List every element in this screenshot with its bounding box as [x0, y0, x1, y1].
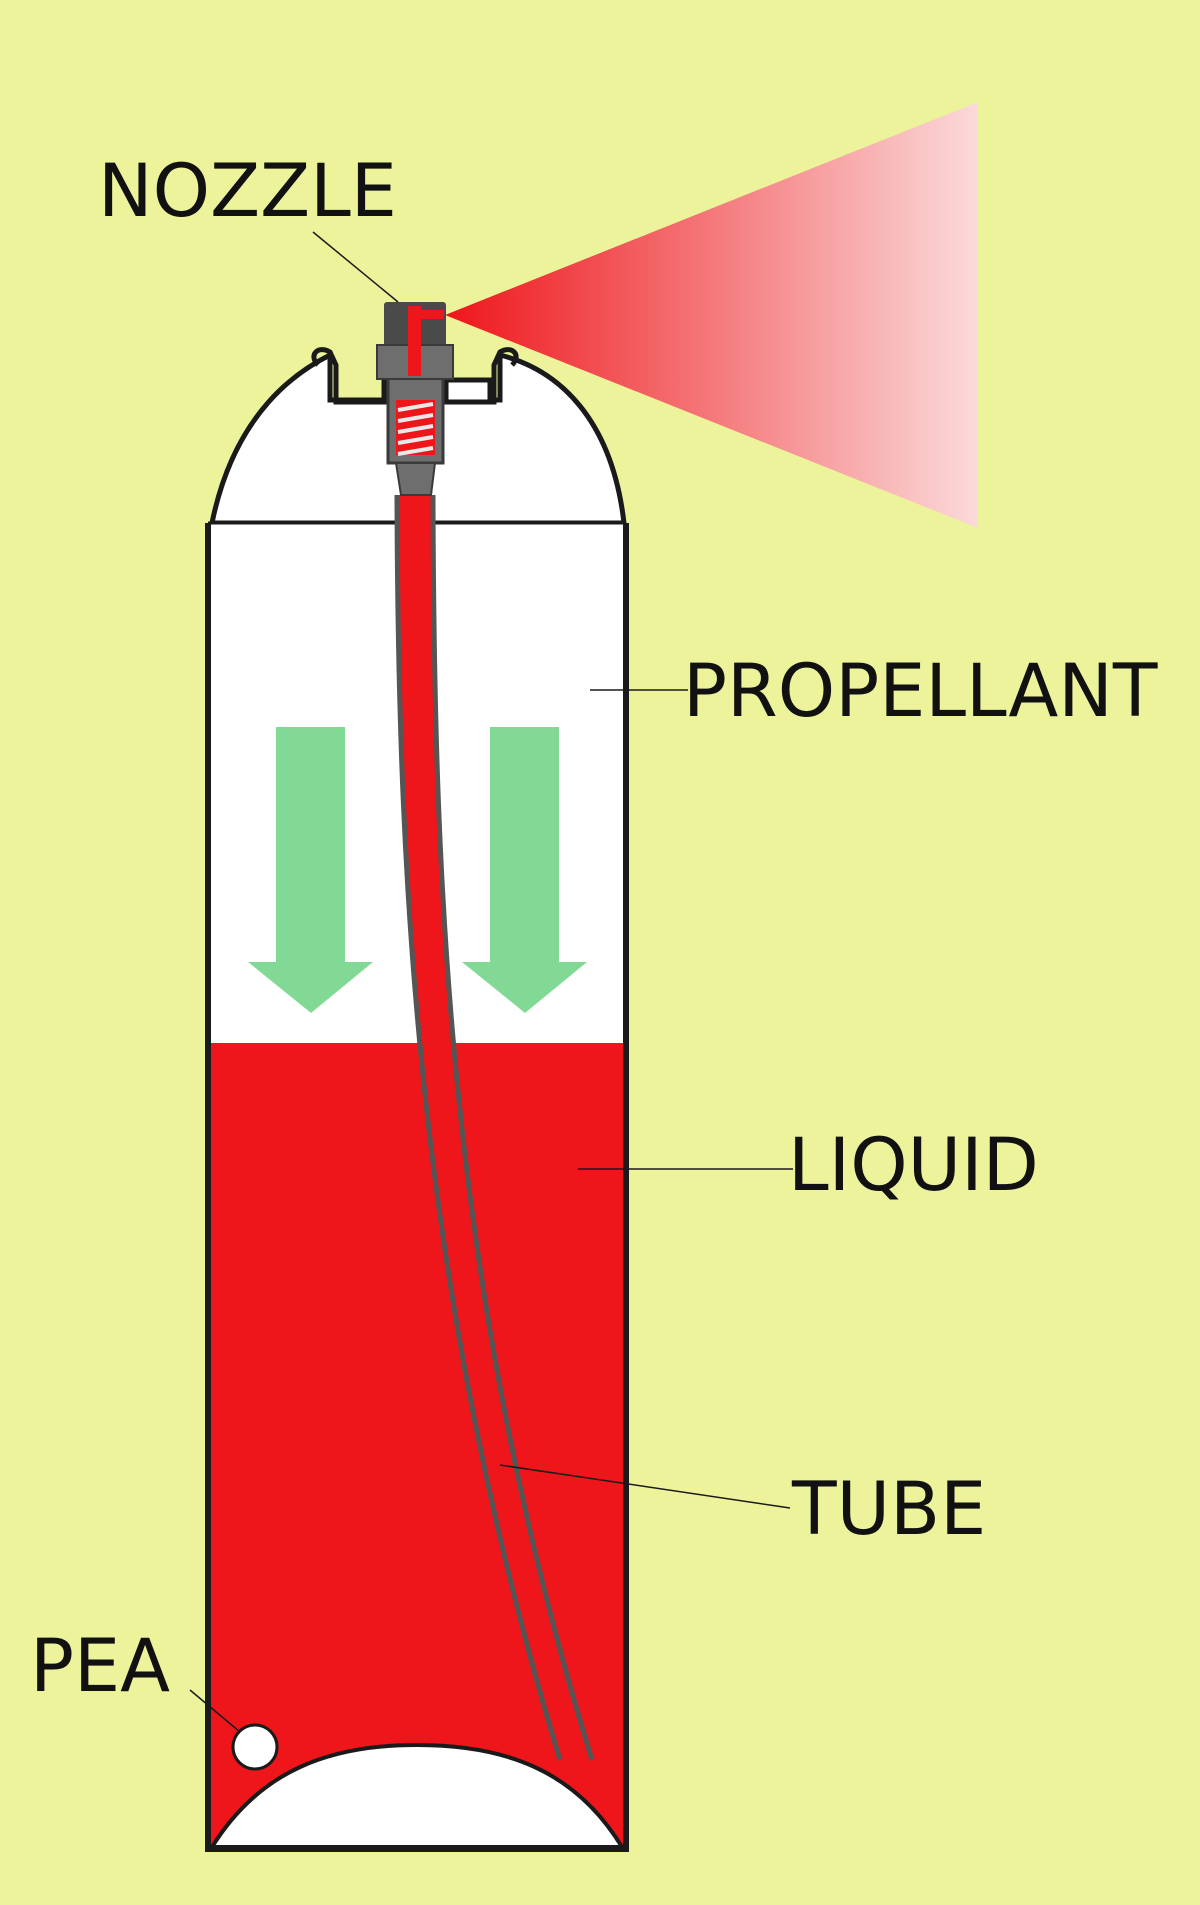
valve-cup-right	[425, 347, 519, 405]
pea-leader-line	[189, 1689, 241, 1733]
valve-spring	[397, 402, 434, 456]
nozzle-label: NOZZLE	[98, 149, 397, 234]
pea-ball	[231, 1723, 279, 1771]
down-arrow-icon	[248, 727, 373, 1013]
can-bottom-dome	[208, 1742, 626, 1849]
tube-leader-line	[499, 1464, 791, 1509]
nozzle-leader-line	[312, 231, 399, 303]
liquid-label: LIQUID	[788, 1123, 1039, 1208]
valve-cup-left	[311, 347, 405, 405]
dip-tube-wall-left	[394, 494, 563, 1761]
propellant-label: PROPELLANT	[683, 649, 1158, 734]
nozzle-icon	[376, 302, 454, 380]
valve-housing	[386, 373, 445, 496]
spray-cone	[445, 102, 978, 528]
can-outline	[205, 523, 629, 1852]
pea-label: PEA	[30, 1624, 170, 1709]
dip-tube-wall-right	[430, 494, 595, 1761]
down-arrow-icon	[462, 727, 587, 1013]
tube-label: TUBE	[791, 1467, 986, 1552]
